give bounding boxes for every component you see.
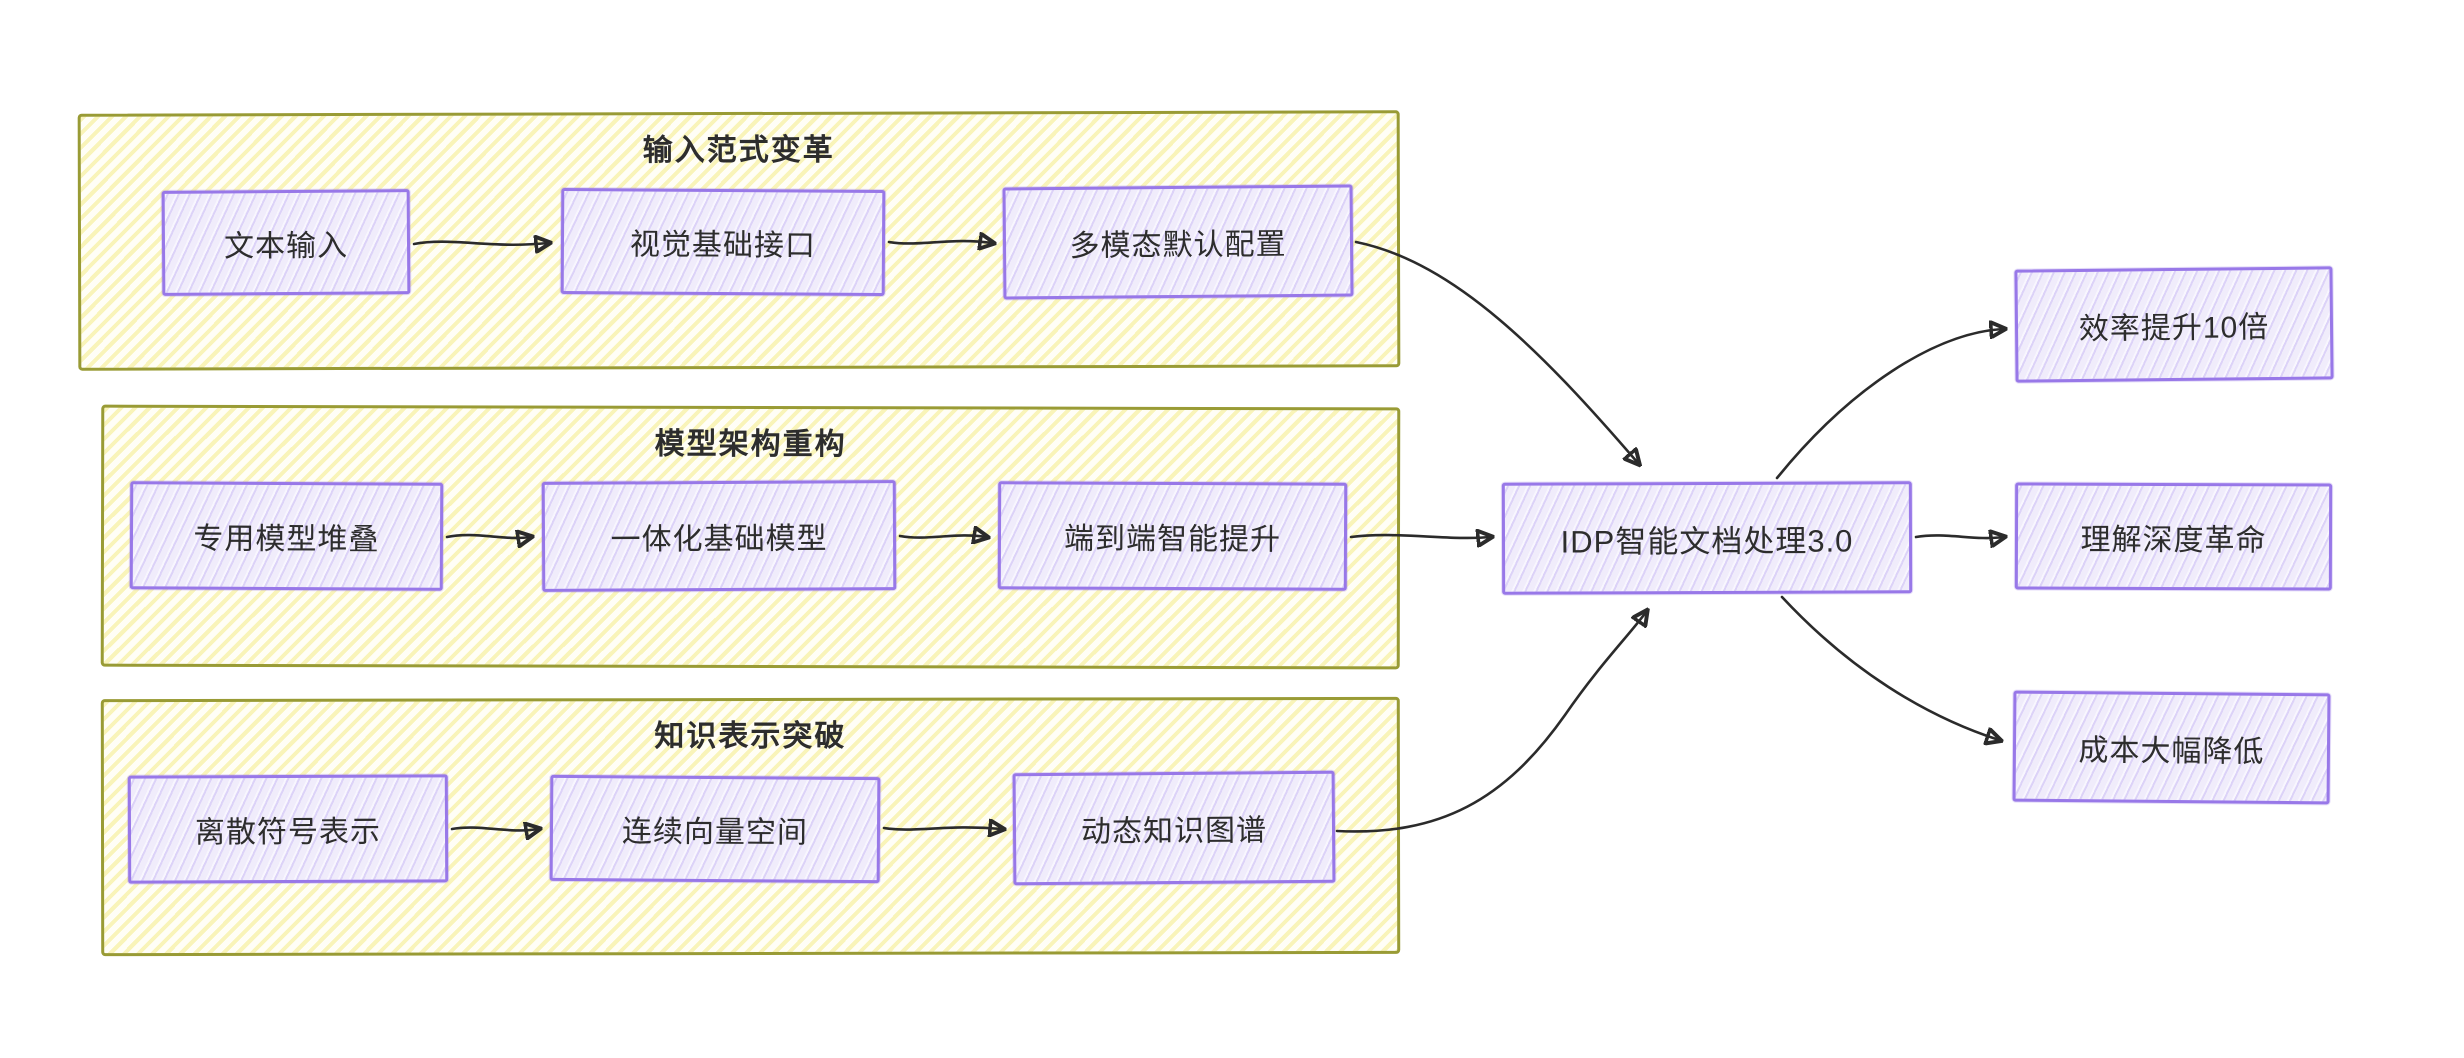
node-visual-foundation-interface[interactable]: 视觉基础接口: [560, 188, 886, 296]
node-specialized-model-stacking[interactable]: 专用模型堆叠: [129, 481, 444, 591]
node-efficiency-10x[interactable]: 效率提升10倍: [2014, 266, 2334, 383]
node-unified-foundation-model[interactable]: 一体化基础模型: [541, 480, 897, 592]
group-input-paradigm-title: 输入范式变革: [642, 133, 835, 168]
node-multimodal-default-config[interactable]: 多模态默认配置: [1002, 184, 1354, 300]
node-dynamic-knowledge-graph[interactable]: 动态知识图谱: [1012, 770, 1336, 886]
group-knowledge-representation-title: 知识表示突破: [654, 719, 847, 754]
node-discrete-symbol-representation[interactable]: 离散符号表示: [127, 774, 449, 884]
arrow-center-to-cost: [1780, 595, 1999, 740]
arrow-center-to-understanding: [1914, 535, 2003, 538]
node-idp-center[interactable]: IDP智能文档处理3.0: [1501, 481, 1913, 595]
node-understanding-depth-revolution[interactable]: 理解深度革命: [2014, 482, 2333, 591]
arrow-center-to-efficiency: [1775, 329, 2003, 480]
node-text-input[interactable]: 文本输入: [161, 189, 411, 296]
group-model-architecture-title: 模型架构重构: [654, 427, 847, 462]
node-end-to-end-intelligence[interactable]: 端到端智能提升: [997, 481, 1348, 591]
node-cost-reduction[interactable]: 成本大幅降低: [2012, 690, 2331, 805]
node-continuous-vector-space[interactable]: 连续向量空间: [549, 774, 881, 884]
